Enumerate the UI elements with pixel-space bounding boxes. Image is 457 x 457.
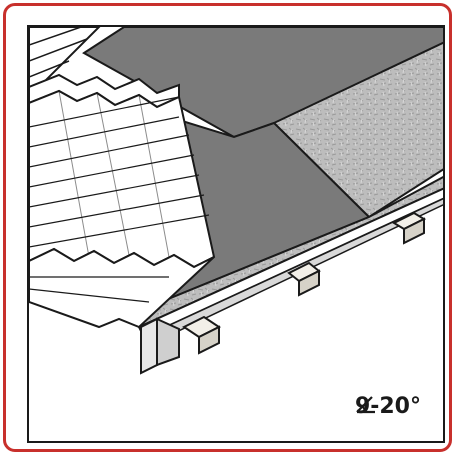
- rafter-ends: [182, 211, 427, 355]
- roof-build-up-illustration: [29, 27, 443, 375]
- slope-angle-label: 9-20°: [355, 394, 421, 419]
- support-beam: [140, 317, 180, 375]
- diagram-panel: 9-20°: [27, 25, 445, 443]
- card-frame: 9-20°: [3, 3, 452, 452]
- corrugated-sheeting: [29, 73, 216, 329]
- slope-range-text: 9-20°: [354, 394, 421, 419]
- angle-icon: [356, 396, 375, 414]
